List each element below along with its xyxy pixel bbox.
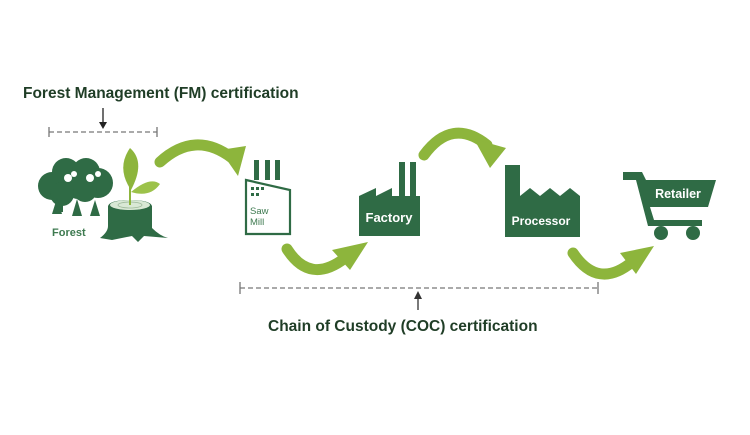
forest-label: Forest — [52, 227, 86, 239]
sawmill-icon: Saw Mill — [244, 160, 292, 236]
processor-label: Processor — [512, 214, 571, 228]
fm-certification-label: Forest Management (FM) certification — [23, 85, 299, 102]
flow-arrow-forest-to-sawmill — [154, 139, 246, 176]
sawmill-label-line2: Mill — [250, 217, 264, 228]
fm-bracket — [48, 108, 158, 137]
forest-icon: Forest — [38, 148, 168, 242]
shopping-cart-icon: Retailer — [623, 172, 716, 240]
coc-certification-label: Chain of Custody (COC) certification — [268, 318, 538, 335]
flow-arrow-processor-to-retailer — [567, 246, 654, 280]
sawmill-label-line1: Saw — [250, 206, 269, 217]
retailer-label: Retailer — [655, 187, 701, 201]
factory-icon: Factory — [359, 162, 420, 236]
processor-icon: Processor — [505, 165, 580, 237]
flow-arrow-sawmill-to-factory — [281, 242, 368, 276]
flow-arrow-factory-to-processor — [418, 127, 506, 168]
factory-label: Factory — [366, 210, 414, 225]
coc-bracket — [239, 282, 599, 310]
